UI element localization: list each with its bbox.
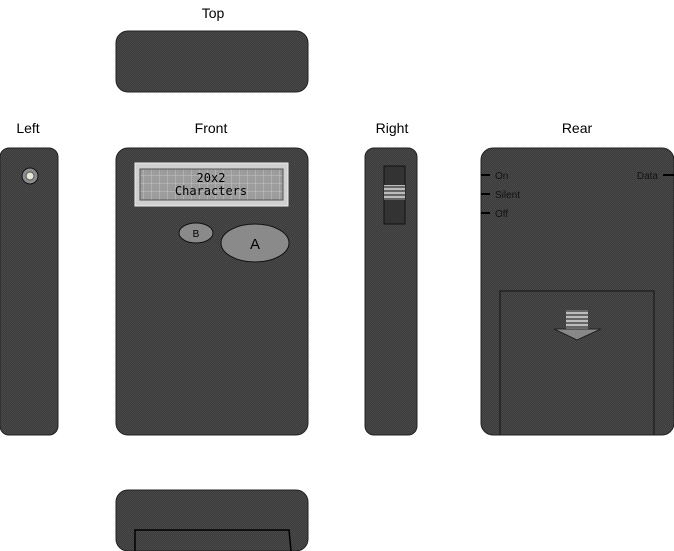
front-view [115,147,309,436]
arrow-down-icon [553,310,602,341]
lcd-line-2: Characters [175,184,247,198]
label-top: Top [202,5,225,21]
audio-jack-icon [21,167,39,185]
label-rear: Rear [562,120,593,136]
battery-door [499,290,655,435]
lcd-display: 20x2 Characters [134,162,289,207]
top-view [115,30,309,93]
label-on: On [495,171,508,182]
label-off: Off [495,209,508,220]
button-b-label: B [193,229,200,240]
button-a[interactable]: A [220,223,290,263]
label-front: Front [195,120,228,136]
button-a-label: A [250,236,260,253]
battery-slot [134,529,292,551]
lcd-line-1: 20x2 [197,171,226,185]
label-left: Left [16,120,39,136]
bottom-view [115,489,309,551]
rear-marker-lines [481,174,674,214]
label-silent: Silent [495,190,520,201]
label-data: Data [637,171,659,182]
slide-switch[interactable] [383,165,406,225]
button-b[interactable]: B [178,222,214,244]
label-right: Right [376,120,409,136]
left-view [0,147,59,436]
